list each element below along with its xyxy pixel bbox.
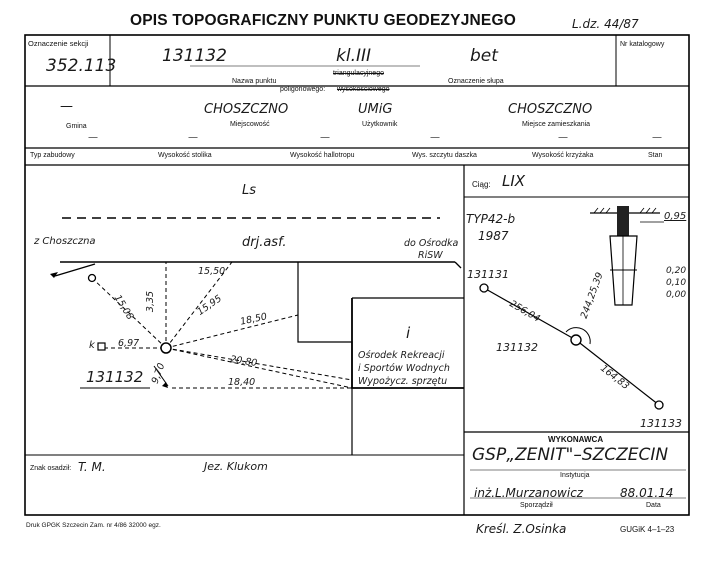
lake-name: Jez. Klukom	[204, 460, 268, 473]
sketch-k: k	[89, 340, 95, 351]
sketch-point: 131132	[86, 368, 144, 386]
gmina-label: Gmina	[66, 123, 87, 130]
sporzadzil-value: inż.L.Murzanowicz	[474, 486, 584, 500]
traverse-point-2: 131132	[496, 341, 538, 354]
sketch-d8: 18,40	[228, 377, 256, 388]
ldz-value: 44/87	[604, 17, 639, 31]
sketch-building-3: Wypożycz. sprzętu	[358, 376, 448, 387]
ldz-label: L.dz.	[572, 17, 601, 31]
typ-zabudowy-value-6: —	[652, 132, 662, 143]
sketch-to-2: RiSW	[418, 250, 443, 261]
height-2: 0,20	[666, 266, 687, 276]
oznaczenie-slupa-label: Oznaczenie słupa	[448, 78, 504, 85]
uzytkownik-label: Użytkownik	[362, 121, 398, 128]
slup-value: bet	[470, 46, 498, 66]
sporzadzil-label: Sporządził	[520, 502, 553, 509]
oznaczenie-sekcji-label: Oznaczenie sekcji	[28, 39, 89, 48]
typ-zabudowy-value-4: —	[430, 132, 440, 143]
ciag-value: LIX	[502, 172, 526, 190]
ciag-label: Ciąg:	[472, 180, 491, 189]
traverse-point-3: 131133	[640, 417, 682, 430]
miejsce-zamieszkania-value: CHOSZCZNO	[508, 102, 593, 117]
wysokosciowego-label: wysokościowego	[337, 86, 390, 93]
oznaczenie-sekcji-value: 352.113	[46, 56, 117, 76]
nazwa-punktu-label: Nazwa punktu	[232, 78, 277, 85]
typ-zabudowy-value-1: —	[88, 132, 98, 143]
wykonawca-value: GSP„ZENIT"–SZCZECIN	[472, 445, 669, 465]
nr-katalogowy-label: Nr katalogowy	[620, 41, 665, 48]
gmina-value: —	[60, 99, 73, 114]
height-3: 0,10	[666, 278, 687, 288]
height-1: 0,95	[664, 211, 687, 222]
data-value: 88.01.14	[620, 486, 674, 500]
sketch-d3: 3,35	[145, 290, 157, 313]
sketch-i: i	[406, 324, 411, 342]
uzytkownik-value: UMiG	[358, 102, 393, 117]
sketch-road: drj.asf.	[242, 235, 287, 250]
sketch-building-2: i Sportów Wodnych	[358, 363, 450, 374]
typ-zabudowy-value-2: —	[188, 132, 198, 143]
miejscowosc-value: CHOSZCZNO	[204, 102, 289, 117]
print-info: Druk GPGK Szczecin Zam. nr 4/86 32000 eg…	[26, 522, 161, 529]
wys-szczytu-daszka-label: Wys. szczytu daszka	[412, 152, 477, 159]
poligonowego-label: poligonowego:	[280, 86, 326, 93]
height-4: 0,00	[666, 290, 687, 300]
wysokosc-hallotropu-label: Wysokość hallotropu	[290, 152, 355, 159]
marker-year: 1987	[478, 229, 509, 243]
ldz-field: L.dz. 44/87	[572, 17, 639, 31]
typ-zabudowy-value-3: —	[320, 132, 330, 143]
znak-osadzil-label: Znak osadził:	[30, 465, 72, 472]
sketch-ls: Ls	[242, 183, 257, 198]
form-title: OPIS TOPOGRAFICZNY PUNKTU GEODEZYJNEGO	[130, 12, 516, 29]
instytucja-label: Instytucja	[560, 472, 590, 479]
sketch-from: z Choszczna	[34, 236, 96, 247]
miejsce-zamieszkania-label: Miejsce zamieszkania	[522, 121, 591, 128]
triangulacyjnego-label: triangulacyjnego	[333, 70, 384, 77]
wysokosc-krzyzaka-label: Wysokość krzyżaka	[532, 152, 594, 159]
sketch-to-1: do Ośrodka	[404, 238, 459, 249]
typ-zabudowy-label: Typ zabudowy	[30, 152, 75, 159]
drafted-by: Kreśl. Z.Osinka	[476, 522, 567, 536]
typ-zabudowy-value-5: —	[558, 132, 568, 143]
klasa-value: kl.III	[336, 46, 372, 66]
marker-type: TYP42-b	[466, 212, 516, 226]
znak-osadzil-value: T. M.	[78, 460, 106, 474]
sketch-d1: 15,50	[198, 266, 226, 277]
traverse-point-1: 131131	[467, 268, 509, 281]
nazwa-punktu-value: 131132	[162, 46, 227, 66]
sketch-d6: 6,97	[118, 338, 140, 349]
sketch-building-1: Ośrodek Rekreacji	[358, 350, 445, 361]
miejscowosc-label: Miejscowość	[230, 121, 270, 128]
wysokosc-stolika-label: Wysokość stolika	[158, 152, 212, 159]
form-code: GUGiK 4–1–23	[620, 525, 675, 534]
wykonawca-label: WYKONAWCA	[548, 435, 604, 444]
data-label: Data	[646, 502, 661, 509]
stan-label: Stan	[648, 152, 663, 159]
